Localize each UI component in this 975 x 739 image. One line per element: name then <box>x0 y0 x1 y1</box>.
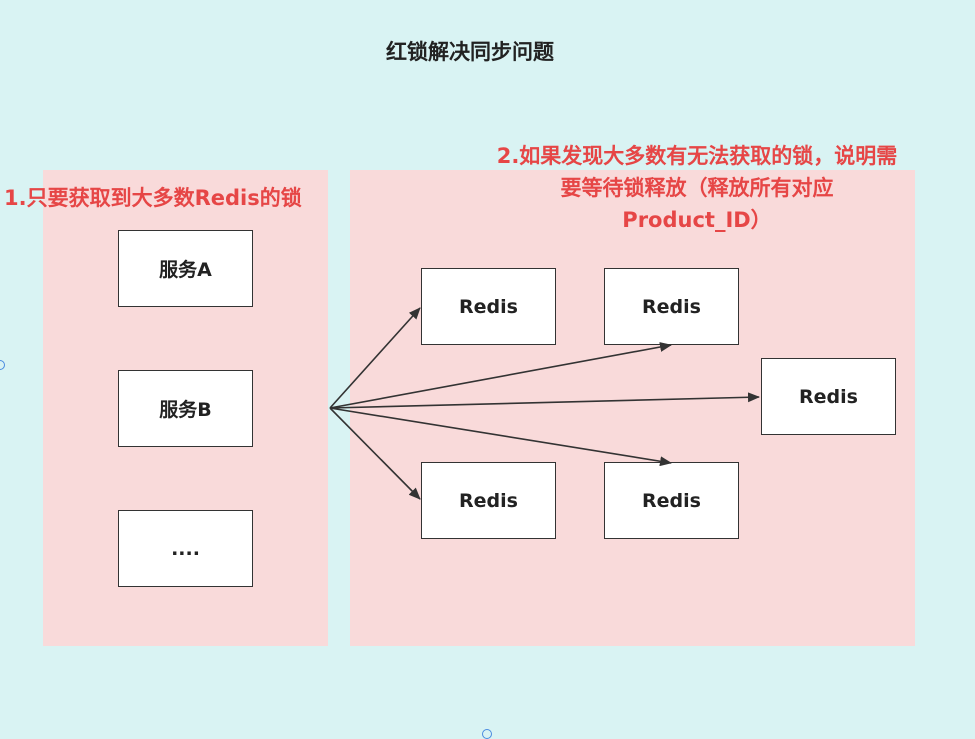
redis-node-3: Redis <box>761 358 896 435</box>
arrow-to-redis-1 <box>329 307 421 409</box>
step-1-note: 1.只要获取到大多数Redis的锁 <box>4 186 302 210</box>
step-2-note: 2.如果发现大多数有无法获取的锁，说明需要等待锁释放（释放所有对应Product… <box>496 144 898 232</box>
arrow-to-redis-5 <box>329 407 672 467</box>
service-b-box: 服务B <box>118 370 253 447</box>
service-a-box: 服务A <box>118 230 253 307</box>
redis-node-4: Redis <box>421 462 556 539</box>
service-more-box: .... <box>118 510 253 587</box>
redis-node-1: Redis <box>421 268 556 345</box>
redis-node-5: Redis <box>604 462 739 539</box>
diagram-title: 红锁解决同步问题 <box>386 40 554 64</box>
connection-handle[interactable] <box>482 729 492 739</box>
redis-node-2: Redis <box>604 268 739 345</box>
arrow-to-redis-2 <box>329 342 672 409</box>
arrow-to-redis-4 <box>329 407 421 500</box>
arrow-to-redis-3 <box>329 392 760 409</box>
